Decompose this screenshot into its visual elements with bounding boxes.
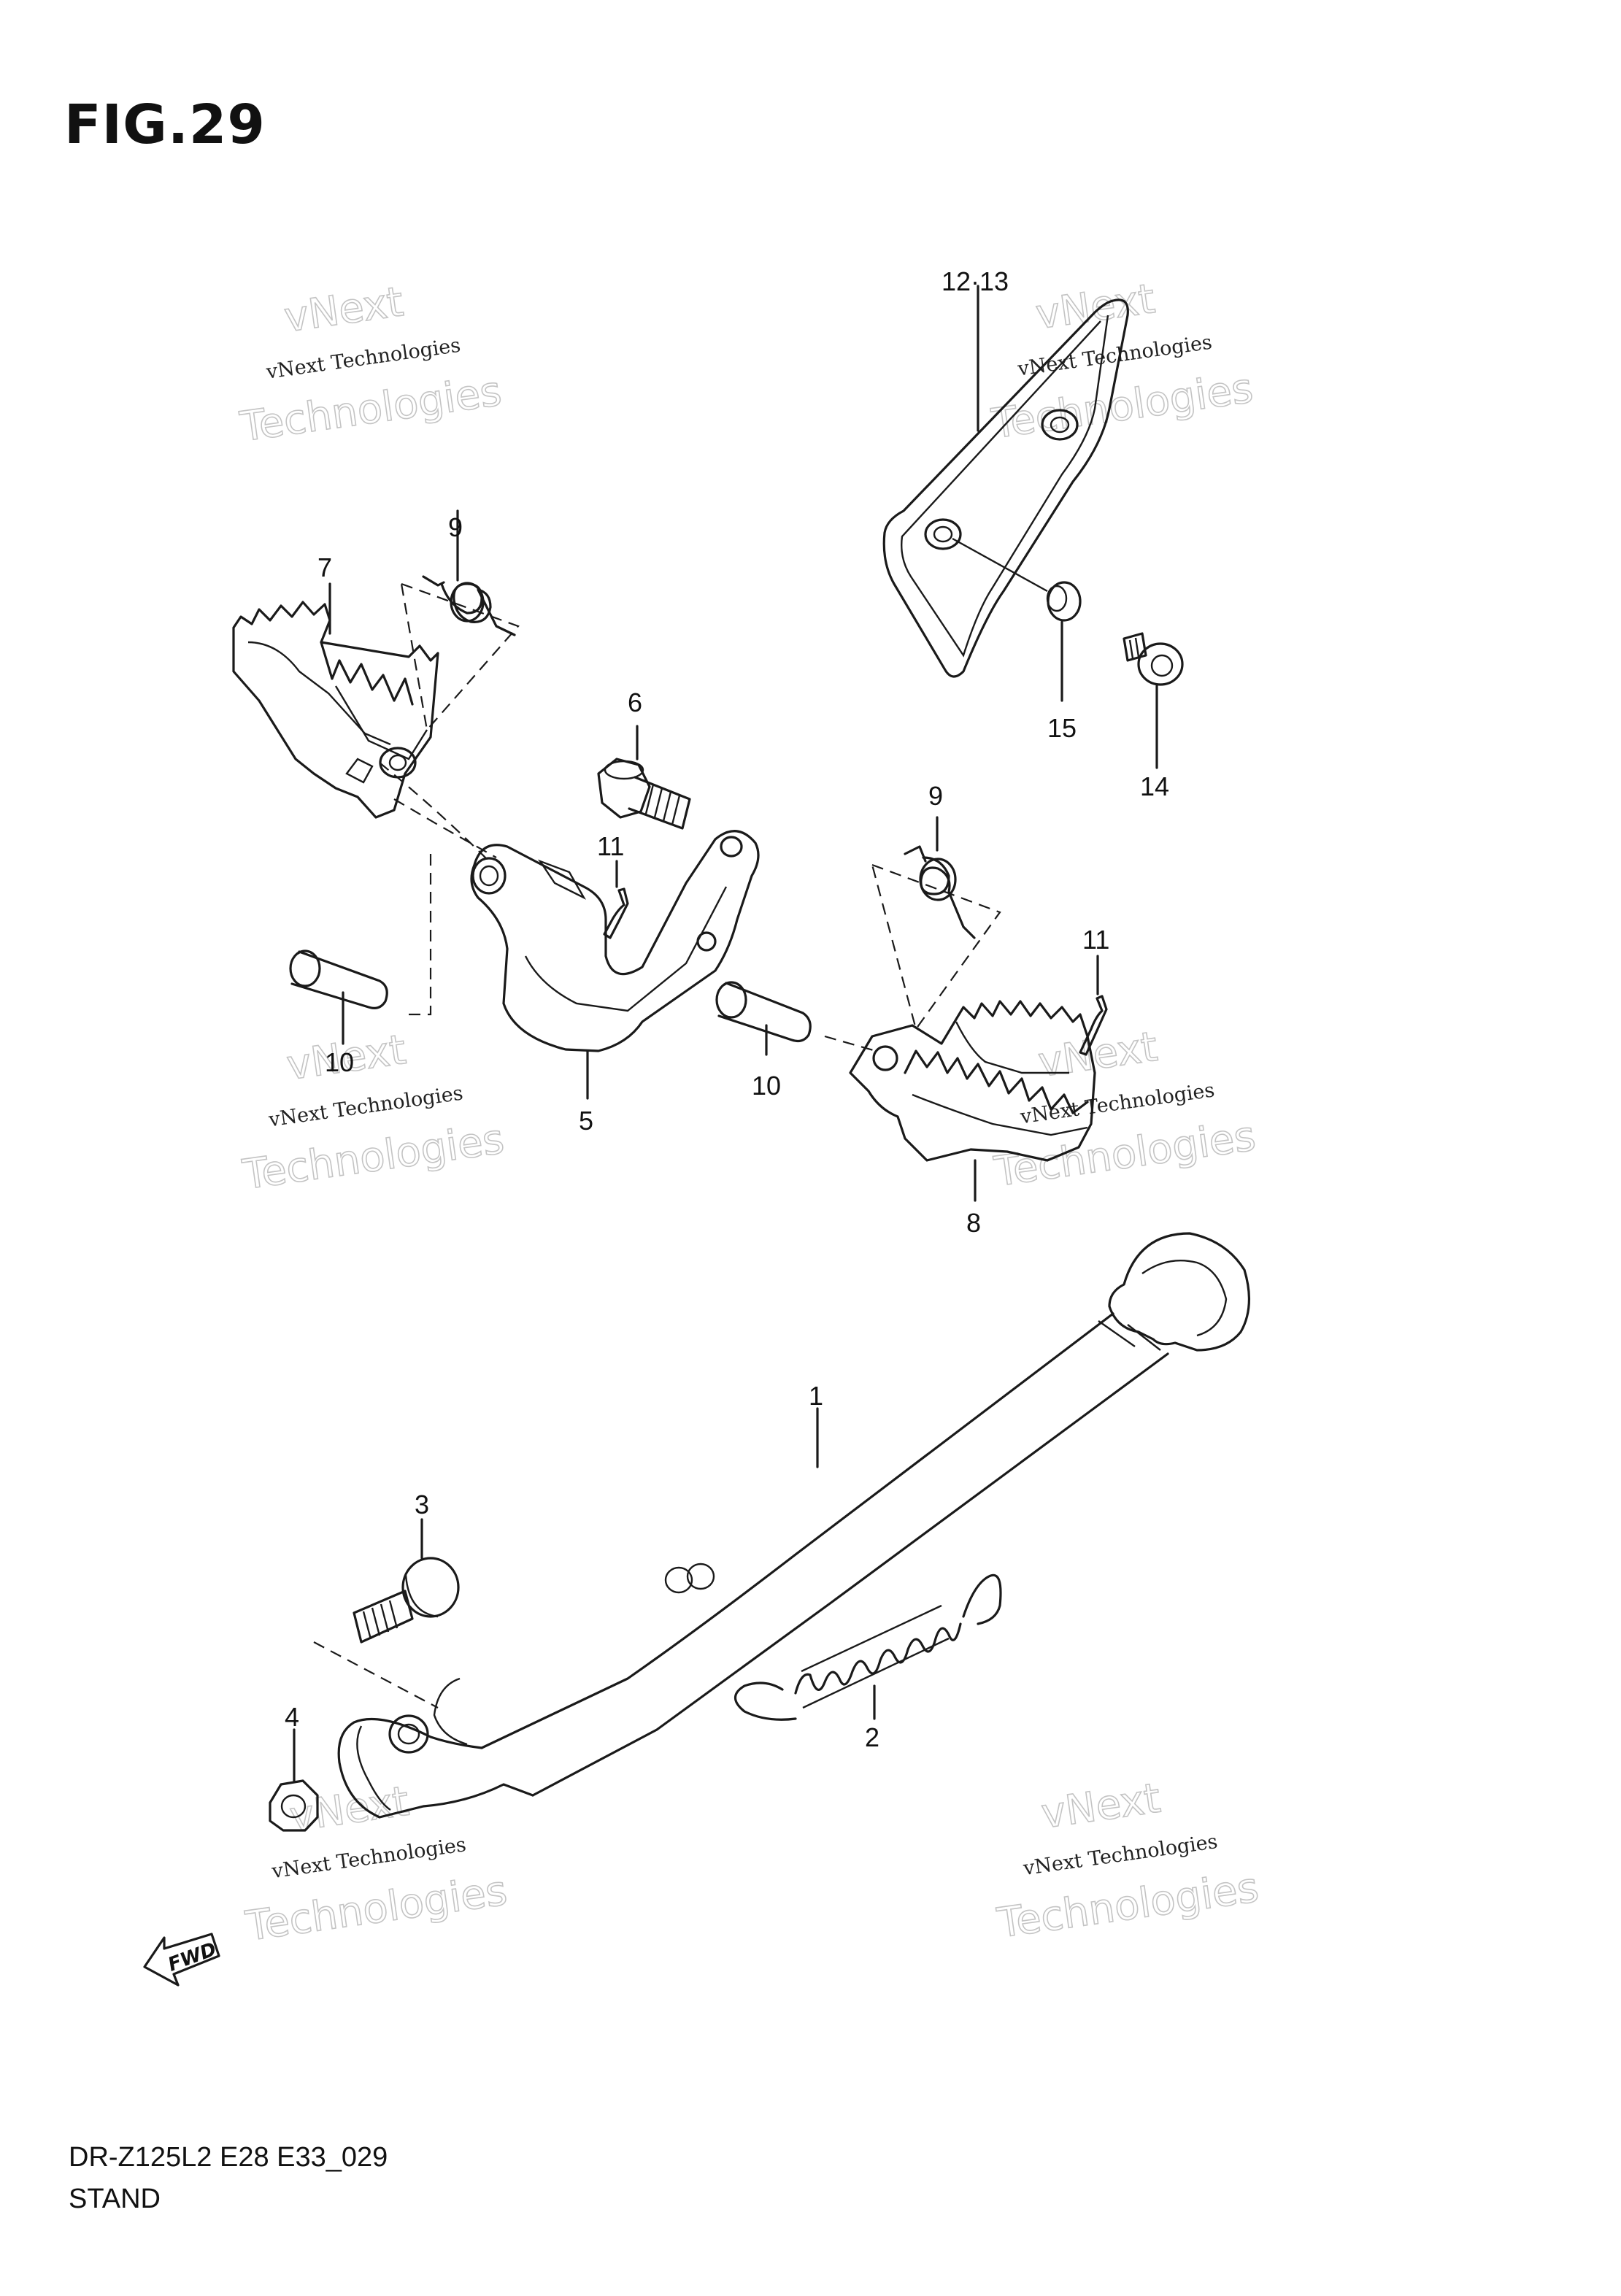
callout-11-left: 11 (597, 831, 624, 861)
callout-7: 7 (317, 552, 332, 582)
bolt-part-14: 14 (1123, 632, 1184, 801)
svg-text:FWD: FWD (165, 1938, 219, 1976)
model-code-caption: DR-Z125L2 E28 E33_029 (69, 2142, 388, 2173)
watermark-top-left: vNext Technologies vNext Technologies (236, 277, 505, 452)
svg-text:vNext: vNext (1039, 1775, 1163, 1838)
spring-upper-left-part-9: 9 (400, 509, 520, 732)
nut-part-4: 4 (269, 1702, 319, 1832)
figure-title: FIG.29 (64, 93, 266, 156)
callout-3: 3 (415, 1490, 429, 1519)
pivot-bolt-part-3: 3 (313, 1490, 460, 1708)
callout-9-lower: 9 (928, 781, 943, 811)
watermark-bottom-right: vNext Technologies vNext Technologies (993, 1774, 1262, 1949)
cotter-pin-right-part-11: 11 (1079, 925, 1109, 1056)
section-name-caption: STAND (69, 2184, 161, 2214)
side-stand-part-1: 1 (337, 1232, 1250, 1819)
callout-5: 5 (579, 1106, 593, 1136)
callout-1: 1 (809, 1381, 823, 1411)
pin-left-part-10: 10 (289, 854, 432, 1077)
callout-10-left: 10 (325, 1047, 354, 1077)
svg-text:vNext: vNext (287, 1778, 412, 1841)
callout-10-right: 10 (752, 1071, 781, 1101)
pin-right-part-10: 10 (715, 981, 877, 1101)
footrest-bracket-part-5: 5 (379, 762, 760, 1136)
stand-spring-part-2: 2 (734, 1573, 1002, 1752)
callout-6: 6 (628, 687, 642, 717)
callout-9-upper: 9 (448, 512, 463, 542)
callout-4: 4 (285, 1702, 299, 1732)
callout-11-right: 11 (1082, 925, 1109, 955)
callout-2: 2 (865, 1722, 879, 1752)
guard-plate-part-12-13: 12·13 (882, 266, 1129, 678)
callout-12-13: 12·13 (942, 266, 1009, 296)
forward-direction-icon: FWD (143, 1933, 220, 1987)
svg-text:vNext: vNext (1036, 1023, 1160, 1087)
footrest-right-part-8: 8 (849, 1000, 1096, 1238)
spring-lower-right-part-9: 9 (871, 781, 1001, 1031)
footrest-left-part-7: 7 (232, 552, 439, 819)
callout-14: 14 (1140, 771, 1169, 801)
watermark-middle-left: vNext Technologies vNext Technologies (239, 1025, 507, 1200)
callout-8: 8 (966, 1208, 981, 1238)
svg-text:vNext: vNext (282, 278, 407, 342)
svg-text:vNext: vNext (1033, 275, 1158, 339)
watermark-top-right: vNext Technologies vNext Technologies (988, 274, 1257, 449)
bolt-part-6: 6 (597, 687, 691, 830)
cotter-pin-left-part-11: 11 (597, 831, 629, 939)
spacer-part-15: 15 (952, 537, 1082, 743)
callout-15: 15 (1047, 713, 1077, 743)
watermark-bottom-left: vNext Technologies vNext Technologies (242, 1777, 511, 1952)
watermark-middle-right: vNext Technologies vNext Technologies (990, 1022, 1259, 1197)
